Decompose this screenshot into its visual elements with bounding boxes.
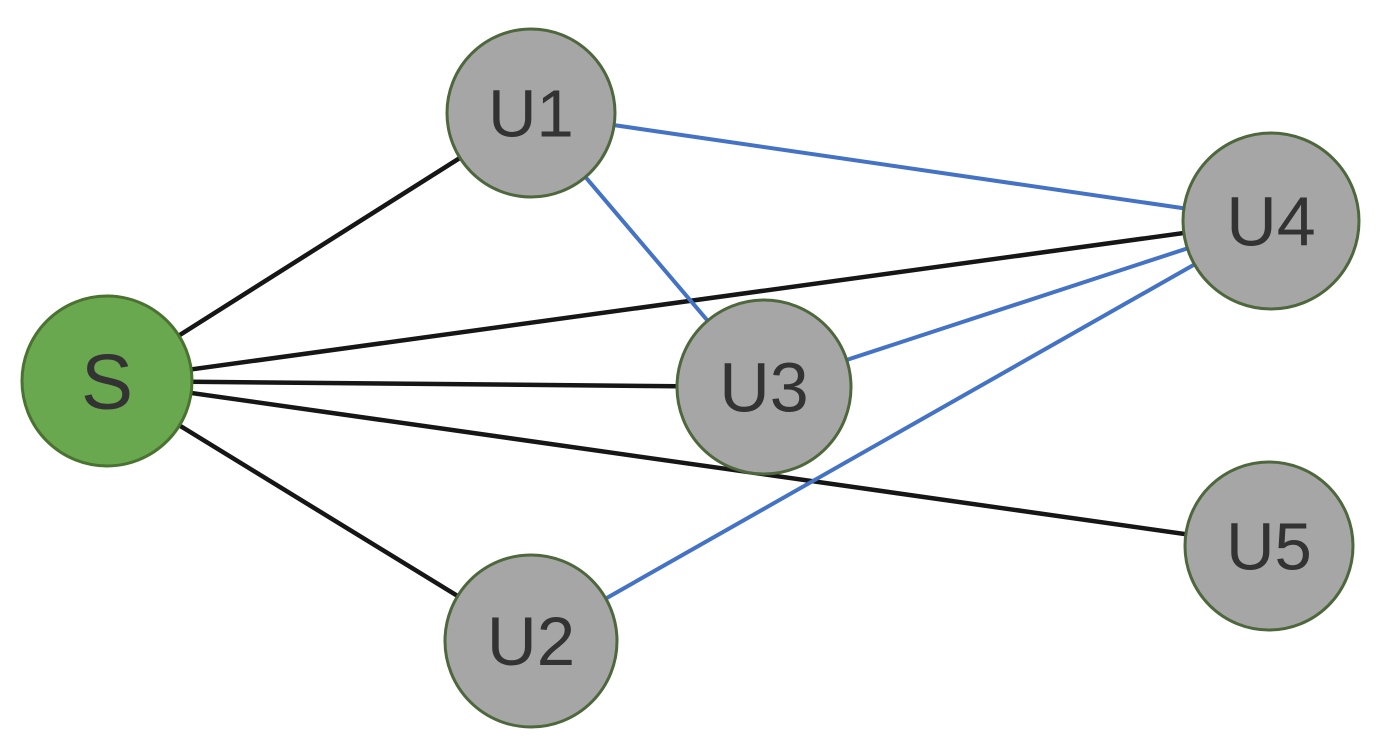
graph-edge-u2-u4 [529,219,1273,643]
node-circle-s [20,294,194,468]
graph-edge-s-u5 [104,378,1272,549]
node-circle-u4 [1181,131,1361,311]
graph-node-u3: U3 [675,298,853,476]
node-label-u3: U3 [719,349,808,427]
graph-node-u2: U2 [443,553,619,729]
node-circle-u2 [443,553,619,729]
node-label-u2: U2 [487,603,575,680]
graph-node-u5: U5 [1183,460,1355,632]
node-label-s: S [81,337,133,425]
graph-node-u1: U1 [445,27,617,199]
node-label-u4: U4 [1226,183,1315,261]
graph-node-u4: U4 [1181,131,1361,311]
node-circle-u1 [445,27,617,199]
node-circle-u3 [675,298,853,476]
node-label-u1: U1 [488,76,574,151]
graph-node-s: S [20,294,194,468]
node-circle-u5 [1183,460,1355,632]
graph-edge-u1-u4 [529,111,1273,223]
node-label-u5: U5 [1226,509,1312,584]
graph-edge-s-u3 [104,378,767,390]
